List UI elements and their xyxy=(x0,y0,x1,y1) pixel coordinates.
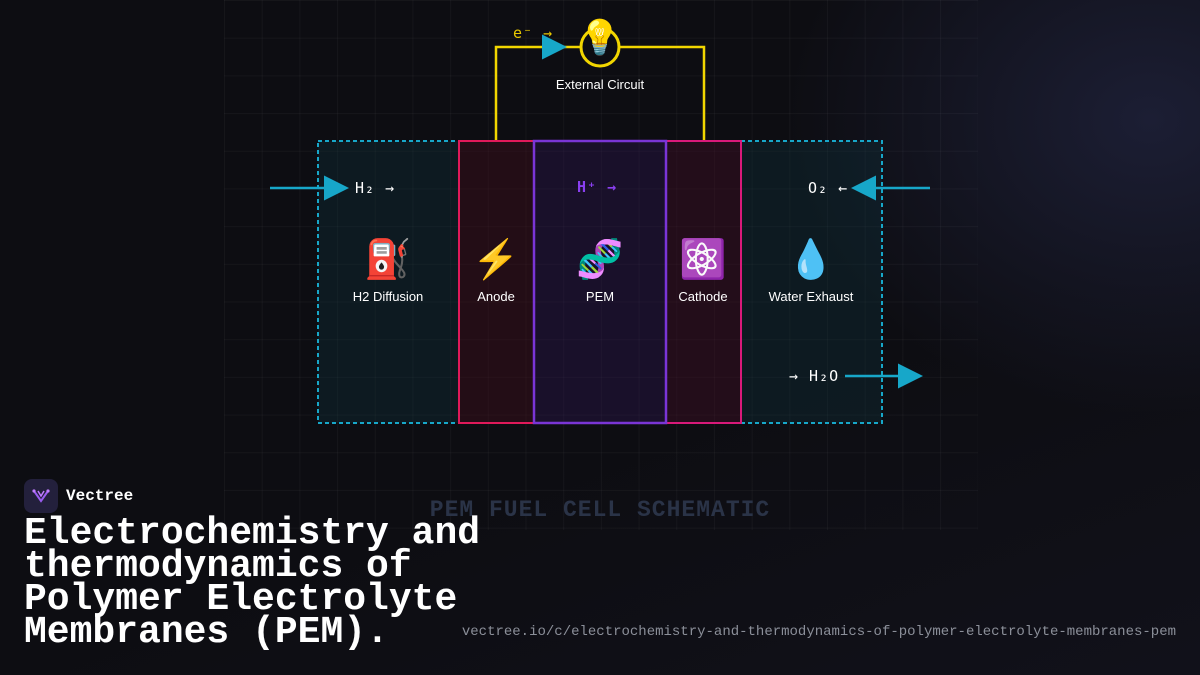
h2-inlet-label: H₂ → xyxy=(355,179,396,197)
pem-label: PEM xyxy=(585,289,615,304)
light-bulb-icon: 💡 xyxy=(578,19,622,57)
cathode-region xyxy=(665,140,742,424)
lightning-icon: ⚡ xyxy=(472,239,520,281)
page-title: Electrochemistry and thermodynamics of P… xyxy=(24,512,481,654)
external-circuit-label: External Circuit xyxy=(555,77,645,92)
vectree-logo-icon xyxy=(24,479,58,513)
anode-label: Anode xyxy=(477,289,515,304)
schematic-watermark: PEM FUEL CELL SCHEMATIC xyxy=(429,497,771,523)
h2o-outlet-label: → H₂O xyxy=(789,367,840,385)
atom-icon: ⚛️ xyxy=(679,239,727,281)
pem-region xyxy=(532,139,668,425)
h2-diffusion-label: H2 Diffusion xyxy=(352,289,424,304)
anode-region xyxy=(458,140,535,424)
brand[interactable]: Vectree xyxy=(24,479,133,513)
water-exhaust-label: Water Exhaust xyxy=(768,289,854,304)
brand-name: Vectree xyxy=(66,487,134,505)
fuel-pump-icon: ⛽ xyxy=(364,239,412,281)
background-grid xyxy=(224,0,978,530)
proton-flow-label: H⁺ → xyxy=(577,178,618,196)
page-url[interactable]: vectree.io/c/electrochemistry-and-thermo… xyxy=(461,624,1176,640)
dna-icon: 🧬 xyxy=(576,239,624,281)
o2-inlet-label: O₂ ← xyxy=(808,179,849,197)
bulb-ring xyxy=(579,26,621,68)
electron-label: e⁻ → xyxy=(513,24,554,42)
cathode-label: Cathode xyxy=(678,289,728,304)
water-drop-icon: 💧 xyxy=(787,239,835,281)
